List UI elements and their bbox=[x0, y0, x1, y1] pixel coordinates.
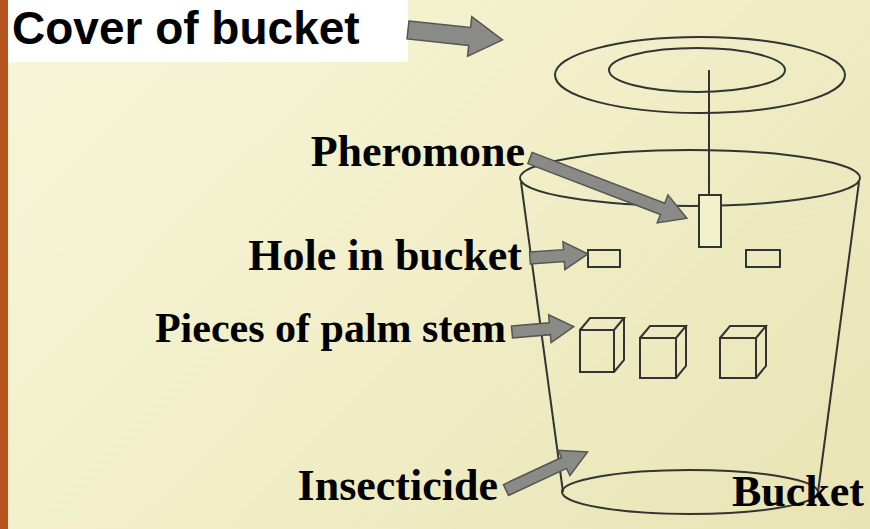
part-label: Hole in bucket bbox=[248, 232, 522, 280]
side-strip bbox=[0, 0, 8, 529]
part-label: Cover of bucket bbox=[12, 3, 360, 54]
part-label: Insecticide bbox=[298, 462, 498, 510]
part-label: Bucket bbox=[732, 468, 864, 516]
part-label: Pheromone bbox=[311, 128, 525, 176]
part-label: Pieces of palm stem bbox=[155, 305, 506, 351]
